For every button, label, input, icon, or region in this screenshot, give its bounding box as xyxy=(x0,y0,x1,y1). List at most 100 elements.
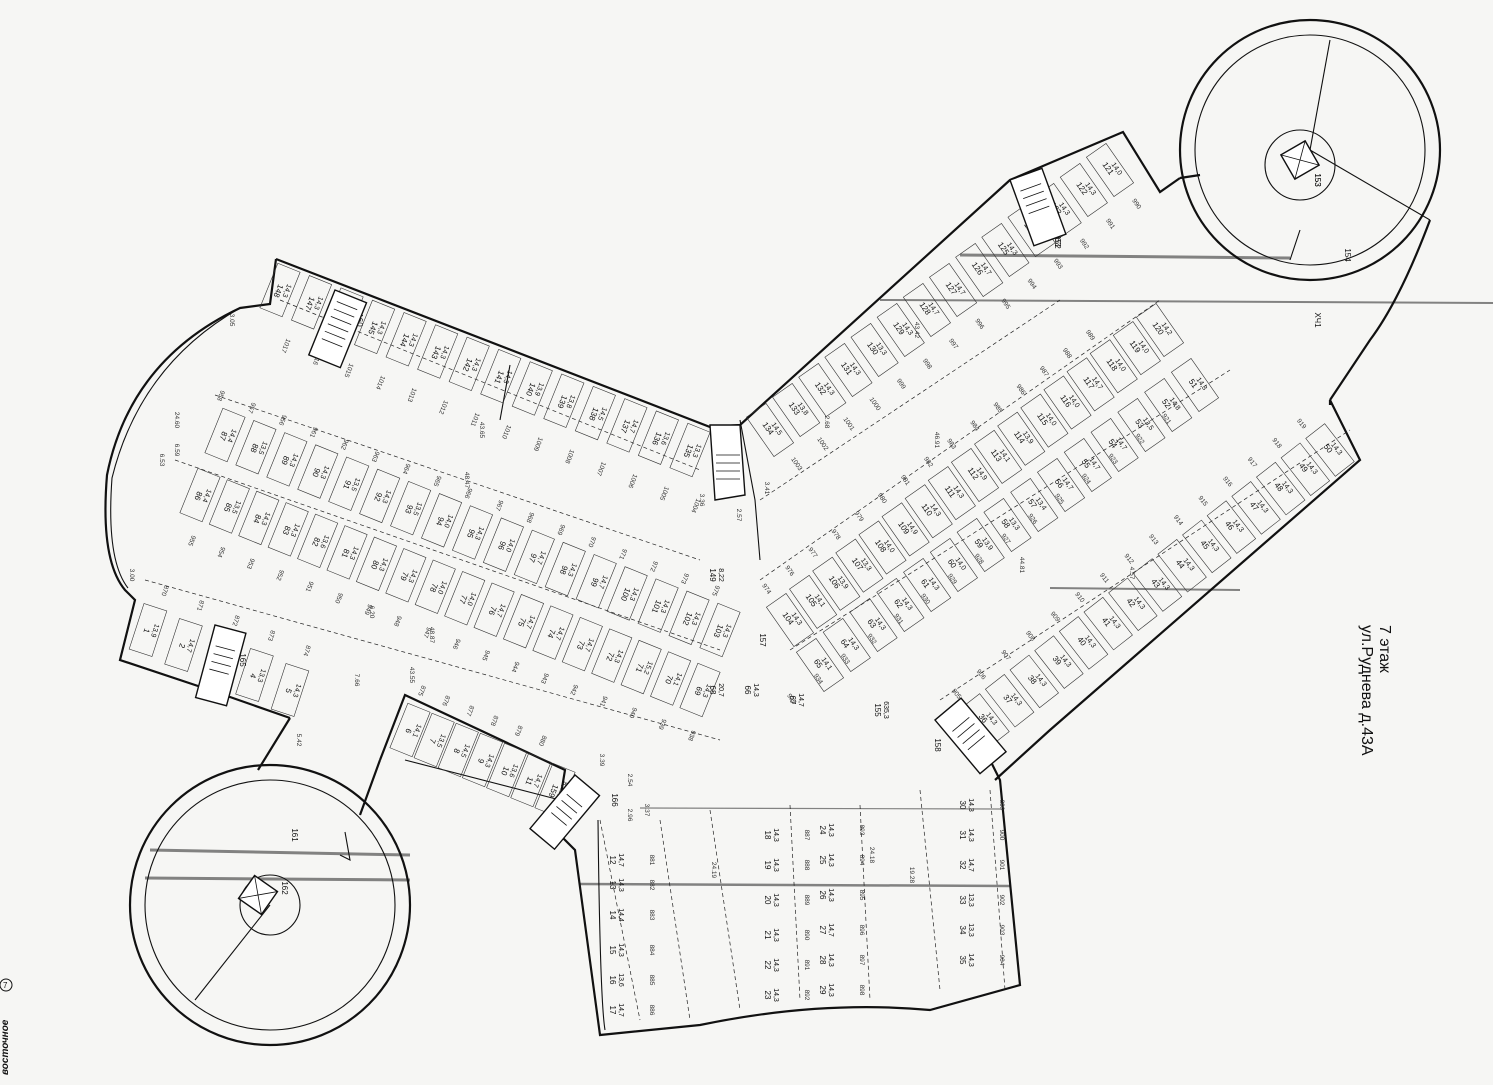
stall-code: 875 xyxy=(416,684,427,697)
stall-area: 14,3 xyxy=(617,878,624,892)
stall-area: 14,3 xyxy=(659,599,671,614)
dimension-label: 48.87 xyxy=(428,627,435,644)
stall-code: 974 xyxy=(760,583,772,596)
stall-number: 99 xyxy=(589,576,601,588)
stall-area: 13,5 xyxy=(435,733,447,748)
parking-stall xyxy=(544,541,586,597)
dimension-label: 46.91 xyxy=(933,432,940,449)
stall-code: 980 xyxy=(876,492,888,505)
stall-area: 14,3 xyxy=(312,295,324,310)
stall-area: 14,4 xyxy=(617,908,624,922)
parking-stall xyxy=(511,361,553,416)
stall-code: 1011 xyxy=(469,412,481,428)
stall-code: 908 xyxy=(1024,630,1036,643)
stall-code: 882 xyxy=(648,880,655,891)
stall-code: 913 xyxy=(1147,533,1159,546)
stall-code: 1017 xyxy=(279,338,291,354)
stall-code: 884 xyxy=(648,945,655,956)
dimension-label: 24.60 xyxy=(173,412,180,429)
stall-code: 916 xyxy=(1221,476,1233,489)
parking-stall xyxy=(532,605,574,660)
stall-code: 973 xyxy=(679,572,690,585)
svg-text:7: 7 xyxy=(3,981,8,990)
parking-stall xyxy=(637,578,679,633)
stall-area: 14,3 xyxy=(827,853,834,867)
stall-code: 876 xyxy=(440,694,451,707)
stall-code: 893 xyxy=(858,825,865,836)
stall-code: 949 xyxy=(362,603,373,616)
stall-code: 991 xyxy=(1104,218,1116,231)
stall-number: 17 xyxy=(608,1006,617,1015)
stall-code: 951 xyxy=(304,580,315,593)
stall-area: 14,7 xyxy=(617,1003,624,1017)
parking-stall xyxy=(679,662,721,718)
parking-stall xyxy=(789,574,838,629)
stall-number: 15 xyxy=(608,946,617,955)
stall-code: 927 xyxy=(1000,533,1012,546)
parking-stall xyxy=(259,262,301,318)
stall-code: 1013 xyxy=(405,387,417,403)
stall-code: 992 xyxy=(1078,238,1090,251)
stall-code: 901 xyxy=(998,860,1005,871)
stall-code: 965 xyxy=(432,475,443,488)
stall-code: 941 xyxy=(598,695,609,708)
stall-area: 14,3 xyxy=(377,557,389,572)
stair-block xyxy=(934,697,1008,775)
zone-label: 153 xyxy=(1313,173,1322,187)
stall-code: 903 xyxy=(998,925,1005,936)
stall-area: 14,3 xyxy=(772,988,779,1002)
stall-area: 13,5 xyxy=(230,499,242,514)
stall-number: 81 xyxy=(339,547,351,559)
parking-stall xyxy=(1083,596,1133,651)
stall-code: 890 xyxy=(803,930,810,941)
parking-stall xyxy=(1108,577,1158,632)
parking-stall xyxy=(606,566,648,621)
parking-stall xyxy=(669,422,711,478)
stall-code: 945 xyxy=(480,649,491,662)
stall-number: 77 xyxy=(457,593,469,605)
stall-area: 14,3 xyxy=(407,332,419,347)
parking-stall xyxy=(513,529,555,585)
stall-code: 883 xyxy=(648,910,655,921)
stall-code: 924 xyxy=(1080,473,1092,486)
stall-number: 26 xyxy=(818,891,827,900)
parking-stall xyxy=(955,243,1004,297)
dimension-label: 6.53 xyxy=(158,454,165,467)
parking-stall xyxy=(326,525,368,580)
stall-area: 14,3 xyxy=(772,828,779,842)
dimension-label: 3.36 xyxy=(698,494,705,507)
stall-code: 954 xyxy=(215,546,226,559)
stall-area: 13,8 xyxy=(564,394,576,409)
stall-code: 888 xyxy=(803,860,810,871)
stall-code: 1014 xyxy=(374,374,386,390)
stall-code: 993 xyxy=(1052,258,1064,271)
stair-block xyxy=(307,289,368,369)
parking-stall xyxy=(482,517,524,572)
stall-code: 1007 xyxy=(595,461,607,477)
stall-area: 14,3 xyxy=(827,953,834,967)
stall-code: 972 xyxy=(648,560,659,573)
ramp-core xyxy=(1279,139,1321,181)
stall-area: 14,7 xyxy=(617,853,624,867)
stall-code: 943 xyxy=(539,672,550,685)
stall-area: 14,3 xyxy=(721,623,733,638)
stall-code: 1002 xyxy=(815,436,829,452)
parking-stall xyxy=(1206,500,1257,554)
